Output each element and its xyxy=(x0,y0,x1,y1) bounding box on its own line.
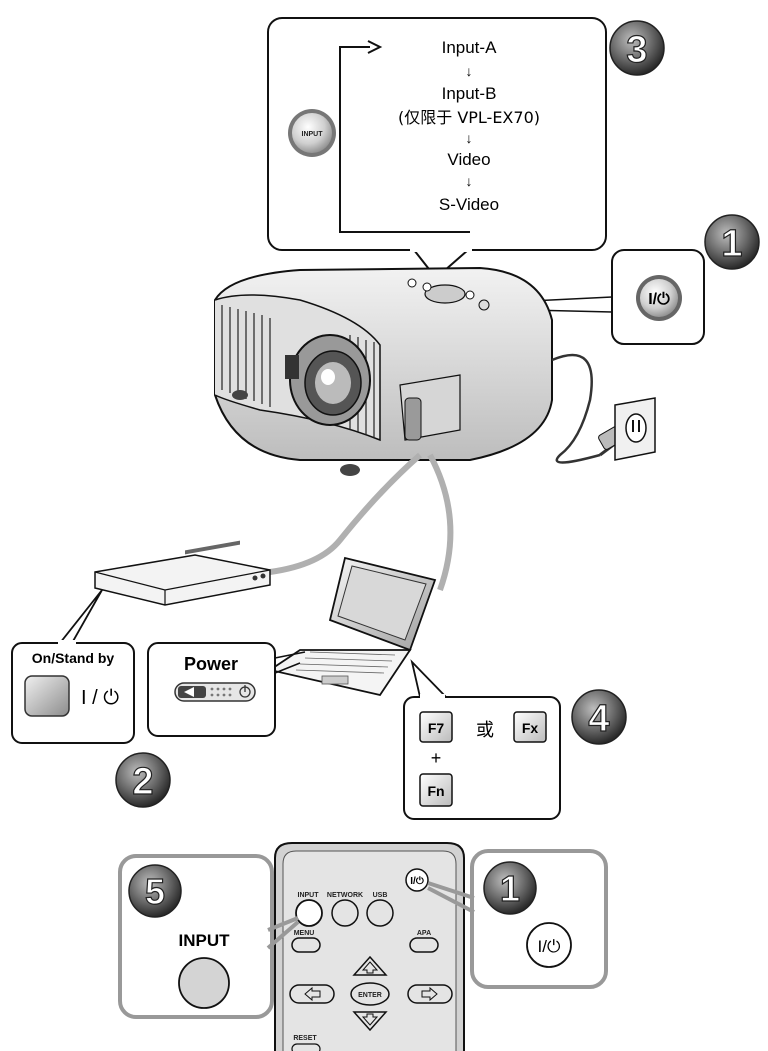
input-button-icon: INPUT xyxy=(288,109,336,157)
step-badge-1-remote: 1 xyxy=(483,861,537,915)
remote-network-button xyxy=(331,899,359,927)
remote-label-menu: MENU xyxy=(294,930,315,937)
projector-illustration xyxy=(214,266,553,476)
svg-text:Fx: Fx xyxy=(522,720,539,736)
remote-control-illustration: I/⏻ INPUT NETWORK USB MENU APA ENTER RES… xyxy=(274,842,465,1051)
laptop-keys-callout: F7 或 Fx + Fn xyxy=(403,659,561,820)
remote-dpad: ENTER xyxy=(289,955,453,1032)
remote-power-symbol: I/⏻ xyxy=(538,937,561,956)
laptop-power-slider-icon xyxy=(174,682,256,702)
laptop-power-callout: Power xyxy=(147,642,306,737)
remote-power-large-button xyxy=(526,922,572,968)
svg-text:↓: ↓ xyxy=(466,63,473,79)
svg-text:Fn: Fn xyxy=(427,783,444,799)
projector-power-button-icon: I/⏻ xyxy=(636,275,682,321)
sequence-item-note: (仅限于 VPL-EX70) xyxy=(398,108,540,127)
sequence-item-4: S-Video xyxy=(439,195,499,214)
step-badge-3: 3 xyxy=(609,20,665,76)
remote-usb-button xyxy=(366,899,394,927)
svg-text:↓: ↓ xyxy=(466,130,473,146)
remote-label-usb: USB xyxy=(373,892,388,899)
step-badge-1-projector: 1 xyxy=(704,214,760,270)
remote-label-enter: ENTER xyxy=(358,992,382,999)
svg-text:↓: ↓ xyxy=(466,173,473,189)
laptop-cable xyxy=(427,453,454,592)
key-fx: Fx xyxy=(513,711,547,743)
remote-power-button: I/⏻ xyxy=(405,868,429,892)
dvd-standby-button-icon xyxy=(24,675,70,717)
laptop-power-label: Power xyxy=(184,654,238,674)
key-fn: Fn xyxy=(419,773,453,807)
projector-power-symbol: I/⏻ xyxy=(648,291,670,308)
remote-input-callout-label: INPUT xyxy=(179,931,231,950)
plus-sign: + xyxy=(431,748,442,768)
remote-label-apa: APA xyxy=(417,930,431,937)
step-badge-4: 4 xyxy=(571,689,627,745)
input-sequence-callout: INPUT Input-A ↓ Input-B (仅限于 VPL-EX70) ↓… xyxy=(267,17,607,280)
svg-text:3: 3 xyxy=(626,29,647,71)
svg-text:F7: F7 xyxy=(428,720,445,736)
remote-menu-button xyxy=(291,937,321,953)
input-button-label: INPUT xyxy=(302,131,324,138)
dvd-standby-label: On/Stand by xyxy=(32,650,115,666)
remote-label-network: NETWORK xyxy=(327,892,363,899)
svg-text:4: 4 xyxy=(588,698,609,740)
svg-text:1: 1 xyxy=(721,223,742,265)
dvd-player-illustration xyxy=(94,540,271,606)
dvd-standby-callout: On/Stand by I / ⏻ xyxy=(11,589,135,744)
svg-text:5: 5 xyxy=(145,871,165,912)
sequence-item-1: Input-A xyxy=(442,38,497,57)
laptop-illustration xyxy=(267,556,437,697)
remote-apa-button xyxy=(409,937,439,953)
svg-text:1: 1 xyxy=(500,868,520,909)
remote-label-reset: RESET xyxy=(293,1035,317,1042)
remote-label-input: INPUT xyxy=(298,892,320,899)
remote-input-button xyxy=(295,899,323,927)
or-text: 或 xyxy=(476,720,494,741)
step-badge-5: 5 xyxy=(128,864,182,918)
dvd-cable xyxy=(269,452,422,575)
remote-input-large-button xyxy=(178,957,230,1009)
dvd-power-symbol: I / ⏻ xyxy=(81,687,119,709)
sequence-item-2: Input-B xyxy=(442,84,497,103)
wall-outlet-icon xyxy=(614,397,656,461)
step-badge-2: 2 xyxy=(115,752,171,808)
projector-power-callout: I/⏻ xyxy=(489,249,705,345)
sequence-item-3: Video xyxy=(447,150,490,169)
svg-text:I/⏻: I/⏻ xyxy=(410,875,424,887)
svg-text:2: 2 xyxy=(132,761,153,803)
key-f7: F7 xyxy=(419,711,453,743)
